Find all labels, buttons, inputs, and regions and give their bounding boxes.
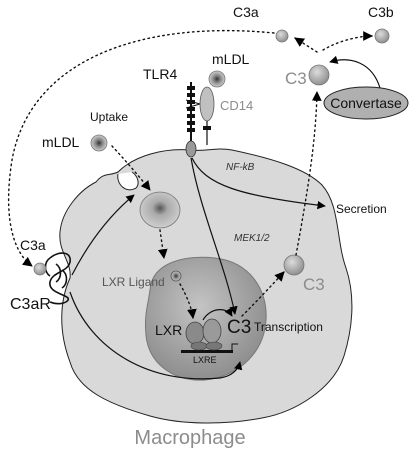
cd14-receptor <box>199 86 215 145</box>
c3ar-receptor <box>44 252 71 305</box>
label-secretion: Secretion <box>336 202 387 216</box>
mldl-particle-left <box>90 134 108 152</box>
uptake-pit <box>117 171 139 191</box>
label-mek: MEK1/2 <box>234 233 270 244</box>
vesicle-to-ligand-arrow <box>157 229 168 259</box>
c3ar-signal-arrow-up <box>71 194 135 276</box>
label-mldl-top: mLDL <box>212 51 250 67</box>
dotted-pathways <box>7 29 373 319</box>
label-nfkb: NF-kB <box>226 162 255 173</box>
label-c3-cell: C3 <box>303 275 325 294</box>
c3a-particle-left <box>33 262 47 276</box>
label-lxr: LXR <box>155 322 182 338</box>
label-macrophage: Macrophage <box>134 427 245 449</box>
ligand-to-lxr-arrow <box>179 283 197 319</box>
lxr-complex <box>181 318 238 353</box>
c3b-release-arrow <box>322 31 373 51</box>
label-lxre: LXRE <box>193 355 217 365</box>
label-c3ar: C3aR <box>10 296 51 313</box>
uptake-arrow <box>111 145 151 191</box>
label-uptake: Uptake <box>90 110 128 124</box>
c3-particle-top <box>308 64 330 86</box>
endosome-vesicle <box>139 191 181 229</box>
c3-secretion-arrow <box>295 91 322 256</box>
c3a-particle-top <box>275 29 289 43</box>
c3ar-signal-arrow-down <box>69 291 243 380</box>
label-c3a-top: C3a <box>233 4 259 20</box>
label-cd14: CD14 <box>220 98 253 113</box>
label-mldl-left: mLDL <box>42 134 80 150</box>
mldl-particle-top <box>208 70 226 88</box>
convertase-enzyme <box>323 86 409 120</box>
c3a-loop-arrow <box>7 29 275 267</box>
c3a-release-arrow <box>294 37 318 53</box>
c3-export-arrow <box>241 271 285 317</box>
label-convertase: Convertase <box>330 95 402 111</box>
nucleus <box>145 256 267 381</box>
c3-particle-cell <box>283 254 305 276</box>
label-c3a-left: C3a <box>20 237 46 253</box>
label-lxr-ligand: LXR Ligand <box>102 275 165 289</box>
solid-pathways <box>69 55 381 380</box>
lxr-activation-arrow <box>202 307 233 321</box>
tlr4-receptor <box>185 82 202 158</box>
convertase-cleavage-arrow <box>329 55 381 89</box>
secretion-arrow <box>191 157 326 210</box>
label-c3b: C3b <box>368 4 394 20</box>
label-transcription: Transcription <box>254 320 323 334</box>
label-c3-nucleus: C3 <box>227 317 251 338</box>
lxr-ligand-particle <box>170 270 182 282</box>
c3b-particle <box>374 28 390 44</box>
mek-arrow <box>190 157 238 315</box>
label-c3-top: C3 <box>285 69 307 88</box>
label-tlr4: TLR4 <box>143 66 177 82</box>
